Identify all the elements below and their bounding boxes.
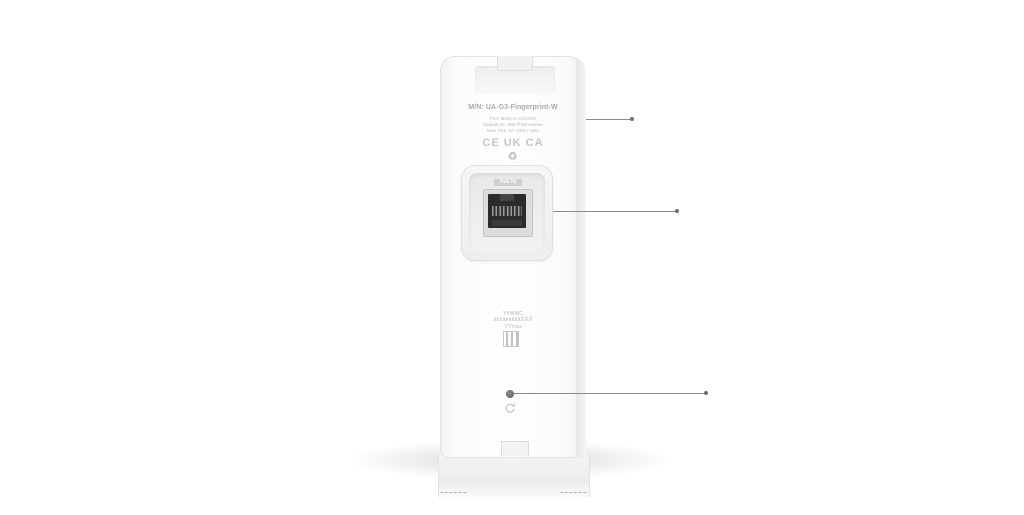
label-line-3: New York, NY 10017 USA [487, 128, 539, 133]
ethernet-port-base [492, 220, 522, 226]
callout-line-housing [586, 119, 632, 120]
device-side-edge [576, 60, 586, 456]
certification-marks: CE UK CA ♻ [482, 137, 544, 163]
date-code: YYWWC [503, 311, 523, 317]
ethernet-port-tab [500, 194, 514, 201]
callout-line-reset [514, 393, 706, 394]
top-mount-clip [497, 56, 533, 71]
ethernet-port-pins [492, 206, 522, 216]
label-line-1: FCC Made in XXXXXX [490, 116, 536, 121]
stand-edge-right [560, 492, 586, 493]
label-line-2: Ubiquiti Inc. 685 Third Avenue [483, 122, 543, 127]
poe-in-tag: PoE IN [494, 179, 522, 186]
stand-edge-left [440, 492, 466, 493]
callout-dot-reset [704, 391, 708, 395]
callout-line-port [553, 211, 677, 212]
batch-code: YYYxxx [504, 324, 522, 330]
callout-dot-housing [630, 117, 634, 121]
mount-stand [438, 455, 590, 497]
reset-button-hole [506, 390, 514, 398]
qr-code-icon [503, 331, 519, 347]
reset-arrow-icon [505, 403, 516, 413]
serial-number: xxxxxxxxxXXX [493, 317, 533, 323]
callout-dot-port [675, 209, 679, 213]
bottom-mount-clip [501, 441, 529, 456]
model-number: M/N: UA-G3-Fingerprint-W [468, 104, 558, 111]
